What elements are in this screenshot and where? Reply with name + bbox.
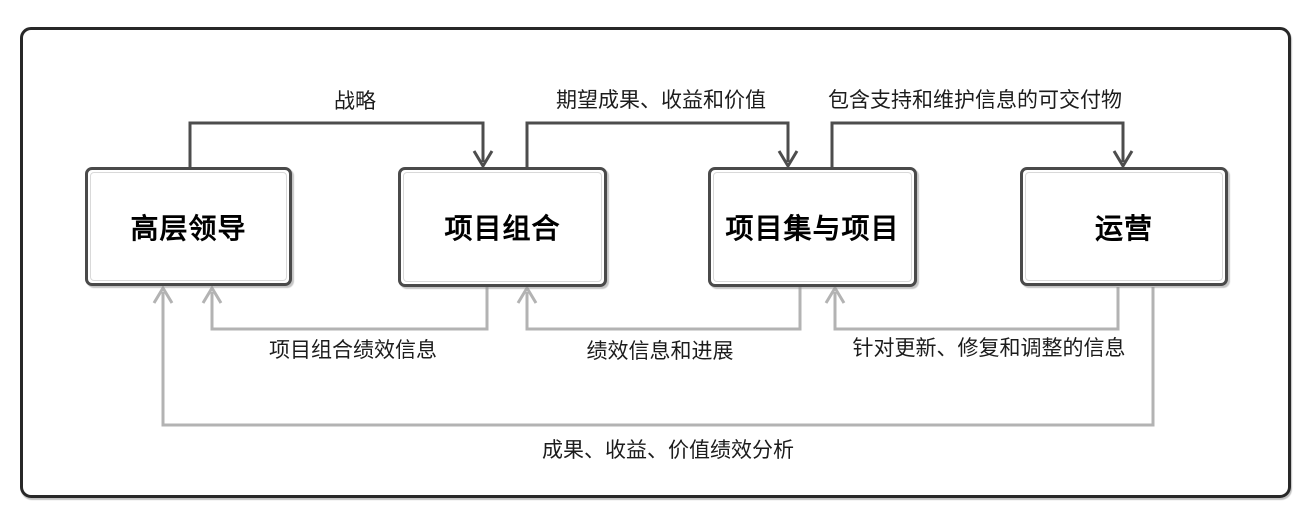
edge-portfolio-performance-line: [210, 287, 489, 331]
edge-strategy-label: 战略: [334, 89, 376, 113]
node-programs-projects: 项目集与项目: [708, 167, 917, 287]
edge-update-repair-info-arrowhead-icon: [824, 285, 846, 304]
edge-performance-progress-arrowhead-icon: [516, 285, 538, 304]
edge-portfolio-performance-label: 项目组合绩效信息: [269, 338, 437, 362]
edge-update-repair-info-label: 针对更新、修复和调整的信息: [852, 336, 1126, 360]
edge-expected-outcomes-line: [525, 121, 790, 167]
edge-deliverables-label: 包含支持和维护信息的可交付物: [828, 88, 1122, 112]
edge-performance-progress-line: [525, 287, 802, 331]
edge-portfolio-performance-arrowhead-icon: [201, 285, 223, 304]
diagram-frame: [20, 27, 1291, 498]
node-operations: 运营: [1020, 167, 1228, 286]
edge-performance-progress-label: 绩效信息和进展: [586, 339, 734, 363]
edge-deliverables-line: [830, 121, 1125, 167]
edge-strategy-line: [188, 121, 485, 168]
node-senior-leadership-label: 高层领导: [130, 211, 247, 245]
node-operations-label: 运营: [1094, 211, 1153, 245]
feedback-flow-lines: [152, 285, 1155, 427]
edge-update-repair-info-line: [833, 287, 1120, 331]
node-programs-projects-label: 项目集与项目: [725, 212, 900, 245]
forward-flow-lines: [188, 121, 1134, 169]
edge-outcomes-analysis-arrowhead-icon: [152, 285, 174, 304]
edge-expected-outcomes-arrowhead-icon: [777, 150, 799, 169]
node-portfolio: 项目组合: [398, 167, 607, 287]
edge-outcomes-analysis-label: 成果、收益、价值绩效分析: [542, 438, 794, 462]
node-senior-leadership: 高层领导: [85, 167, 292, 286]
edge-deliverables-arrowhead-icon: [1112, 150, 1134, 169]
node-portfolio-label: 项目组合: [444, 212, 561, 245]
edge-expected-outcomes-label: 期望成果、收益和价值: [556, 88, 766, 112]
edge-outcomes-analysis-line: [161, 287, 1155, 427]
edge-strategy-arrowhead-icon: [472, 150, 494, 169]
